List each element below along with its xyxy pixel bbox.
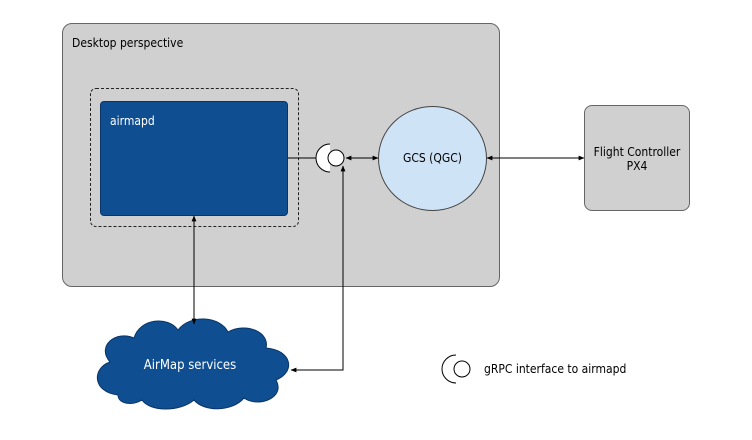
legend-grpc-icon xyxy=(441,354,471,384)
airmap-services-cloud xyxy=(96,318,290,410)
gcs-label: GCS (QGC) xyxy=(402,151,463,165)
flight-controller-label-line1: Flight Controller xyxy=(593,145,681,159)
airmapd-label: airmapd xyxy=(110,114,155,128)
flight-controller-box xyxy=(584,105,690,211)
legend-label: gRPC interface to airmapd xyxy=(484,362,627,376)
grpc-to-cloud-arrow xyxy=(290,165,346,373)
flight-controller-label: Flight Controller PX4 xyxy=(584,145,690,173)
flight-controller-label-line2: PX4 xyxy=(626,159,648,173)
desktop-perspective-label: Desktop perspective xyxy=(72,36,184,50)
airmap-services-label: AirMap services xyxy=(143,358,237,373)
grpc-socket-icon xyxy=(315,143,345,173)
